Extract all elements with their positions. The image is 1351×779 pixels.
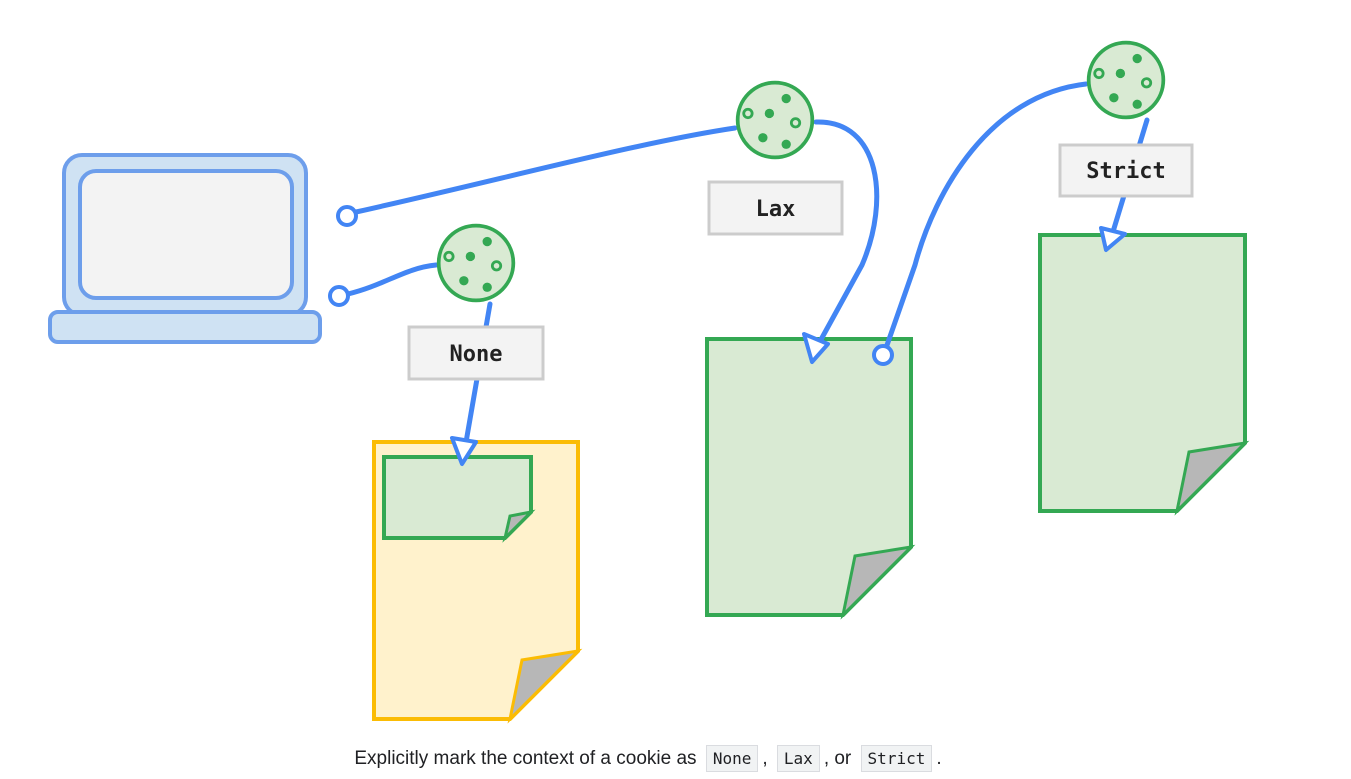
label-lax: Lax <box>707 180 844 236</box>
caption-separator: , or <box>823 748 852 769</box>
laptop-icon <box>48 153 322 344</box>
cookie-icon <box>1086 40 1166 120</box>
endpoint-circle <box>328 285 350 307</box>
code-lax: Lax <box>776 745 820 772</box>
cookie-icon <box>735 80 815 160</box>
caption-separator: , <box>762 748 768 769</box>
label-lax-text: Lax <box>756 197 796 222</box>
caption-text: Explicitly mark the context of a cookie … <box>354 748 697 769</box>
samesite-diagram: Lax Strict None <box>48 40 1250 724</box>
code-none: None <box>705 745 759 772</box>
caption-period: . <box>936 748 942 769</box>
figure-caption: Explicitly mark the context of a cookie … <box>0 745 1296 772</box>
cookie-icon <box>436 223 516 303</box>
cross-site-page-document <box>372 440 583 724</box>
endpoint-circle <box>872 344 894 366</box>
strict-site-document <box>1038 233 1250 516</box>
label-strict-text: Strict <box>1086 159 1165 184</box>
line-laptop-to-lax <box>353 125 738 215</box>
arrowhead-icon <box>450 436 478 466</box>
code-strict: Strict <box>860 745 933 772</box>
arrowhead-icon <box>1099 226 1127 252</box>
lax-site-document <box>705 337 916 620</box>
endpoint-circle <box>336 205 358 227</box>
line-strict-to-document <box>883 81 1089 351</box>
line-lax-to-document <box>813 119 880 348</box>
label-strict: Strict <box>1058 143 1194 198</box>
label-none-text: None <box>450 342 503 367</box>
arrowheads <box>450 226 1127 466</box>
arrowhead-icon <box>802 332 830 364</box>
line-laptop-to-none <box>345 262 439 297</box>
label-none: None <box>407 325 545 381</box>
connection-endpoints <box>328 205 894 366</box>
